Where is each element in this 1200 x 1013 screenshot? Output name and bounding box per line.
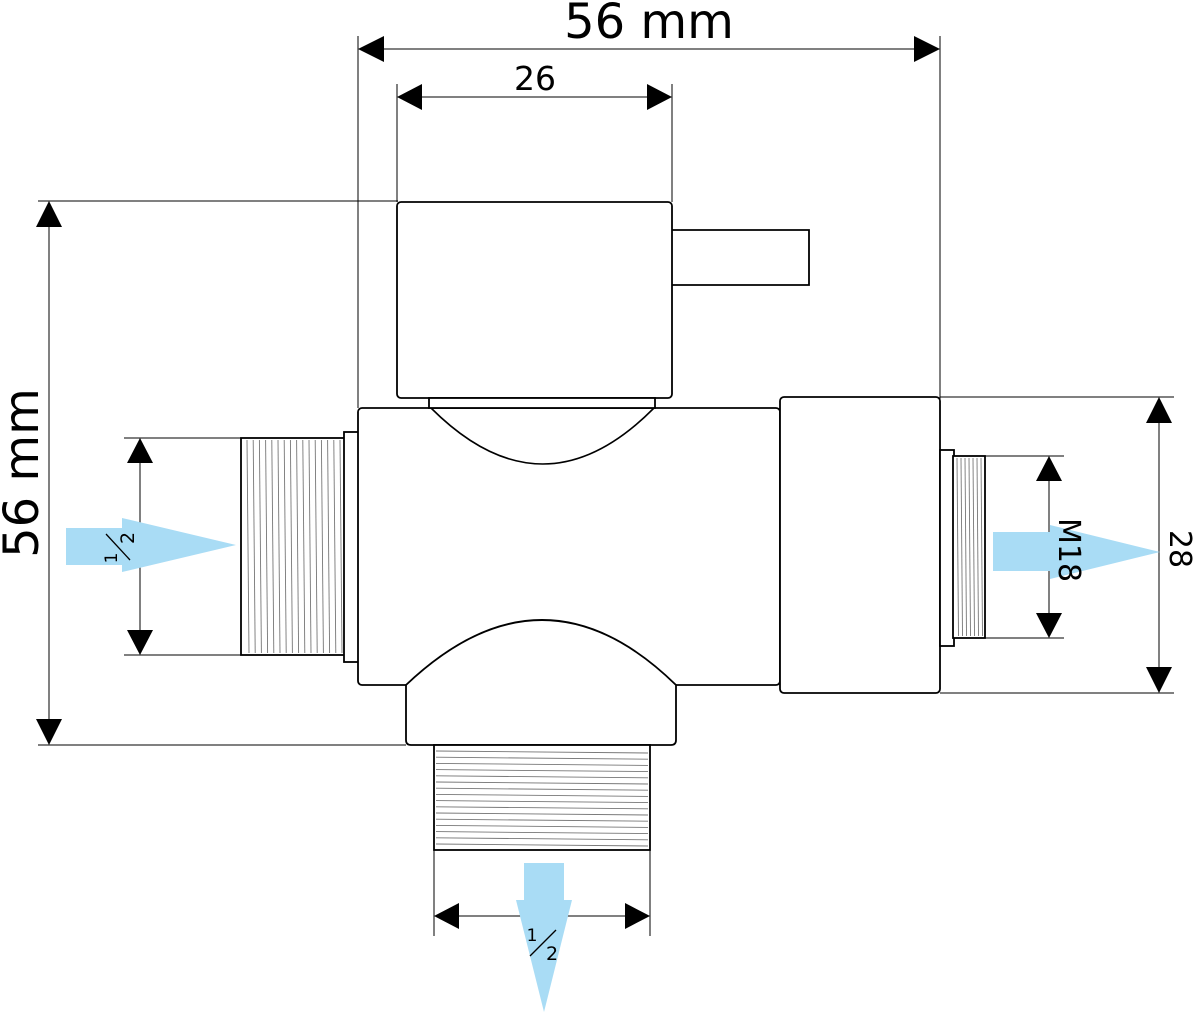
thread-line [302, 439, 306, 654]
inlet-threaded-nipple [240, 437, 347, 656]
thread-line [956, 457, 959, 637]
thread-line [258, 439, 262, 654]
bottom-thread-fraction-label: 1 2 [527, 926, 558, 965]
thread-line [277, 439, 281, 654]
thread-line [283, 439, 287, 654]
thread-line [339, 439, 343, 654]
thread-line [435, 775, 649, 779]
inlet-flow-arrow [66, 518, 236, 572]
thread-line [435, 831, 649, 835]
outlet-nut [779, 396, 941, 694]
thread-line [972, 457, 975, 637]
thread-line [960, 457, 963, 637]
thread-line [289, 439, 293, 654]
bottom-fraction-numerator: 1 [527, 926, 538, 946]
dimension-outlet-height [1146, 397, 1172, 693]
thread-line [964, 457, 967, 637]
outlet-threaded-nipple [952, 455, 986, 639]
handle-cap [396, 201, 673, 399]
thread-line [435, 824, 649, 828]
outlet-height-label: 28 [1162, 530, 1197, 568]
thread-line [246, 439, 250, 654]
inlet-fraction-denominator: 2 [117, 532, 139, 544]
outlet-flow-arrow [993, 525, 1160, 579]
thread-line [435, 769, 649, 773]
outlet-collar [939, 449, 955, 647]
thread-line [435, 818, 649, 822]
dimension-overall-height [36, 201, 62, 745]
bottom-threaded-nipple [433, 744, 651, 851]
extension-lines [38, 36, 1174, 936]
handle-width-label: 26 [514, 59, 556, 98]
inlet-thread-fraction-label: 1 2 [102, 532, 139, 563]
inlet-fraction-numerator: 1 [102, 553, 122, 564]
thread-line [435, 762, 649, 766]
outlet-thread-label: M18 [1051, 518, 1086, 582]
dimension-overall-width [358, 36, 940, 62]
thread-line [314, 439, 318, 654]
thread-line [968, 457, 971, 637]
bottom-collar [405, 619, 677, 746]
thread-line [980, 457, 983, 637]
thread-line [296, 439, 300, 654]
thread-line [435, 756, 649, 760]
thread-line [252, 439, 256, 654]
thread-line [435, 806, 649, 810]
thread-line [435, 837, 649, 841]
thread-line [327, 439, 331, 654]
dimension-handle-width [397, 84, 672, 110]
bottom-flow-arrow [516, 863, 572, 1012]
thread-line [320, 439, 324, 654]
thread-line [976, 457, 979, 637]
bottom-fraction-denominator: 2 [546, 943, 558, 965]
thread-line [435, 781, 649, 785]
thread-line [333, 439, 337, 654]
overall-height-label: 56 mm [0, 388, 50, 558]
thread-line [435, 787, 649, 791]
thread-line [308, 439, 312, 654]
overall-width-label: 56 mm [564, 0, 734, 50]
thread-line [435, 800, 649, 804]
thread-line [265, 439, 269, 654]
thread-line [435, 843, 649, 847]
thread-line [435, 812, 649, 816]
thread-line [271, 439, 275, 654]
handle-lever [659, 229, 810, 286]
thread-line [435, 750, 649, 754]
thread-line [435, 793, 649, 797]
